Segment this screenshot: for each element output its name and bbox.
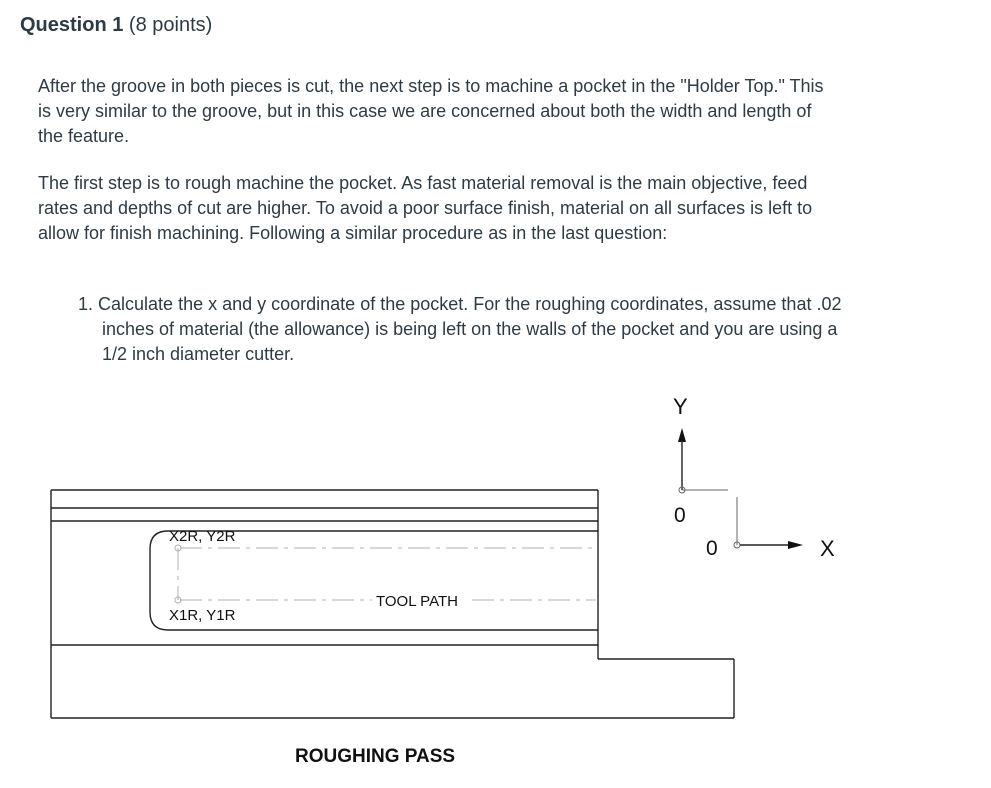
axis-y-zero: 0: [674, 504, 686, 527]
point-marker-x1r-y1r: [174, 596, 182, 604]
question-title: Question 1: [20, 14, 124, 36]
label-tool-path: TOOL PATH: [376, 593, 458, 610]
axis-x-arrow-icon: [788, 541, 803, 549]
question-list: 1. Calculate the x and y coordinate of t…: [78, 292, 858, 367]
label-x1r-y1r: X1R, Y1R: [169, 607, 236, 624]
figure-caption: ROUGHING PASS: [295, 746, 455, 767]
list-item-text: Calculate the x and y coordinate of the …: [98, 294, 842, 364]
axis-x-label: X: [820, 536, 835, 561]
pocket-outline: [149, 530, 598, 631]
list-item-number: 1.: [78, 294, 94, 314]
list-item: 1. Calculate the x and y coordinate of t…: [78, 292, 858, 367]
paragraph-intro: After the groove in both pieces is cut, …: [38, 76, 824, 146]
question-points: (8 points): [128, 14, 213, 36]
paragraph-procedure: The first step is to rough machine the p…: [38, 173, 813, 243]
question-header: Question 1 (8 points): [20, 14, 212, 37]
axis-y-label: Y: [673, 394, 688, 419]
roughing-pass-drawing: X2R, Y2R X1R, Y1R TOOL PATH ROUGHING PAS…: [50, 394, 835, 767]
point-marker-x2r-y2r: [174, 544, 182, 552]
axis-y-origin-marker: [678, 486, 686, 494]
roughing-pass-figure: X2R, Y2R X1R, Y1R TOOL PATH ROUGHING PAS…: [0, 380, 991, 780]
axis-y-arrow-icon: [678, 428, 686, 442]
axis-x-zero: 0: [706, 537, 718, 560]
label-x2r-y2r: X2R, Y2R: [169, 528, 236, 545]
